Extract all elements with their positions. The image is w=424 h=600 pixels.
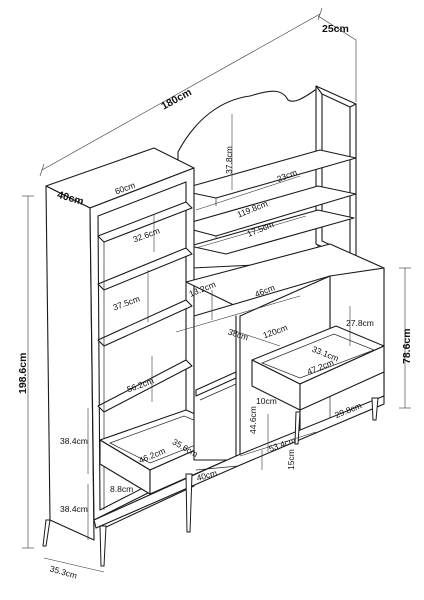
base-plinth [93,395,385,529]
cabinet-height-label: 78.6cm [401,328,413,364]
top-shelf-height-label: 37.8cm [224,146,234,174]
cabinet-inner-label: 44.6cm [248,406,258,434]
tower-drawer-height-label: 8.8cm [110,484,133,494]
lower-drawer-height-label: 10cm [256,396,277,406]
top-depth-label: 25cm [322,23,349,35]
base-depth-label: 35.3cm [49,563,79,580]
side-drawer-height-label: 27.8cm [346,318,374,328]
inner-dimension-lines [87,114,351,540]
total-width-dimension [39,7,323,177]
right-open-drawer [251,325,385,411]
right-top-frame [177,85,357,263]
tower-lower-1-label: 38.4cm [60,436,88,446]
total-height-dimension [22,195,34,549]
legs [42,397,379,567]
total-width-label: 180cm [159,86,193,112]
total-height-label: 198.6cm [17,353,29,394]
base-depth-dimension [43,557,105,573]
tower-lower-2-label: 38.4cm [60,504,88,514]
cabinet-height-dimension [399,267,411,409]
top-depth-dimension [317,15,357,102]
leg-height-label: 15cm [286,449,296,470]
